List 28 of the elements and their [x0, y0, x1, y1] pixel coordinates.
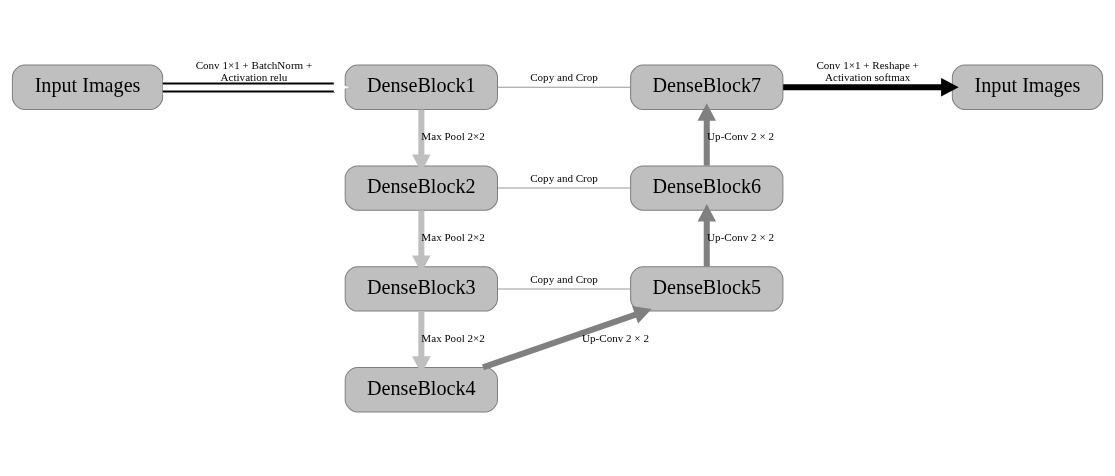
node-box: DenseBlock2	[344, 164, 498, 211]
edge-label: Copy and Crop	[530, 70, 598, 83]
node-box: DenseBlock5	[630, 265, 784, 312]
arrow	[697, 102, 716, 166]
arrow	[162, 79, 349, 95]
edge-label: Max Pool 2×2	[421, 331, 485, 344]
node-box: Input Images	[11, 64, 164, 110]
edge-label: Conv 1×1 + Reshape + Activation softmax	[816, 58, 919, 83]
edge-label: Up-Conv 2 × 2	[707, 129, 774, 142]
node-box: DenseBlock4	[344, 366, 498, 412]
node-box: DenseBlock6	[630, 164, 784, 211]
node-box: DenseBlock1	[344, 64, 498, 110]
edge-label: Copy and Crop	[530, 272, 598, 285]
edge-label: Up-Conv 2 × 2	[707, 230, 774, 243]
edge-label: Up-Conv 2 × 2	[582, 331, 649, 344]
node-box: DenseBlock7	[630, 64, 784, 110]
node-box: Input Images	[951, 64, 1104, 110]
connector	[497, 187, 632, 189]
arrow	[783, 77, 959, 96]
connector	[497, 86, 632, 88]
arrow	[481, 305, 652, 370]
connector	[497, 287, 632, 289]
edge-label: Max Pool 2×2	[421, 129, 485, 142]
arrow	[697, 203, 716, 266]
node-box: DenseBlock3	[344, 265, 498, 312]
edge-label: Max Pool 2×2	[421, 230, 485, 243]
edge-label: Copy and Crop	[530, 171, 598, 184]
edge-label: Conv 1×1 + BatchNorm + Activation relu	[195, 58, 313, 83]
